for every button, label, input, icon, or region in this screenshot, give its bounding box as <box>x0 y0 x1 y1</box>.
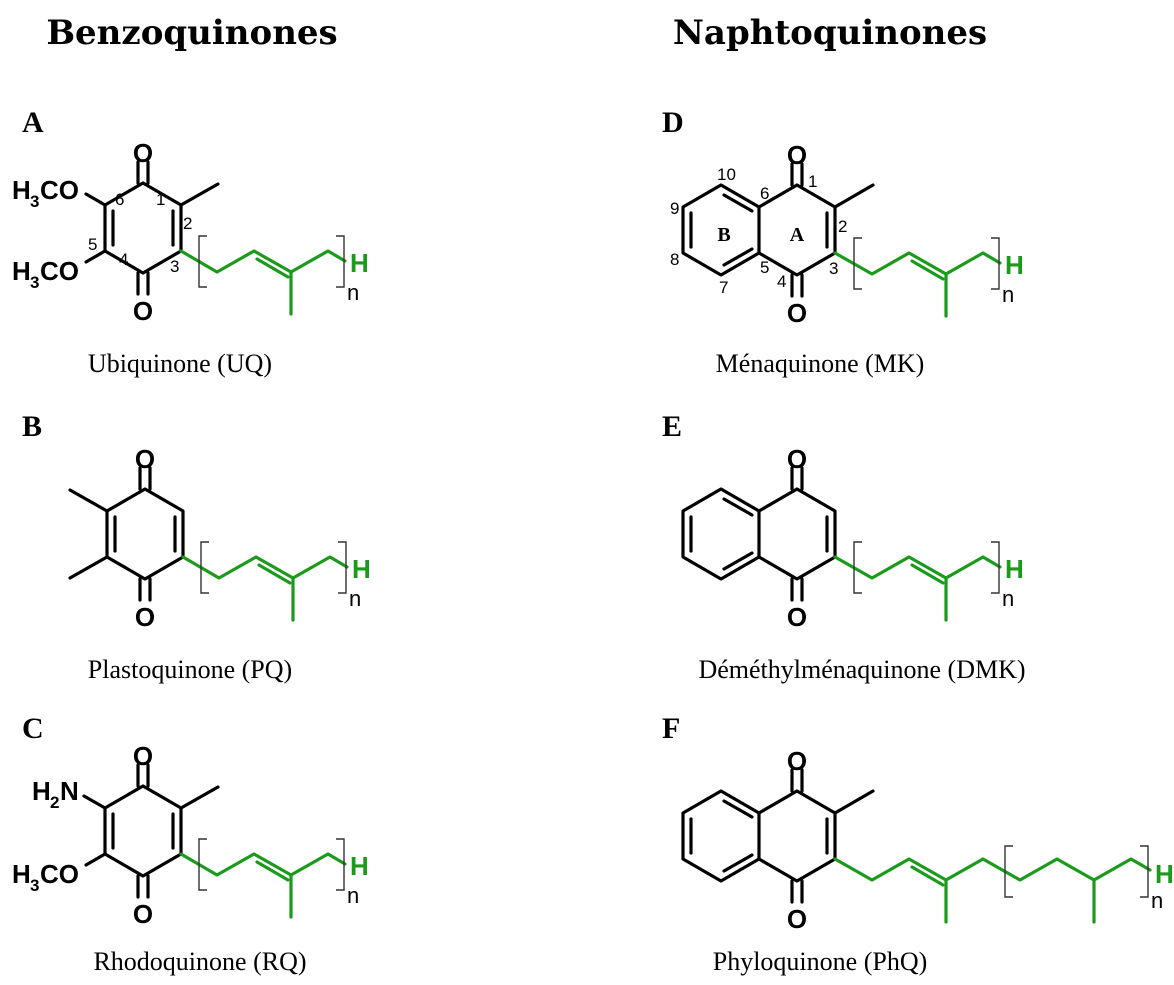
panel-letter-e: E <box>662 410 682 443</box>
oxygen-atom: O <box>787 602 807 632</box>
plastoquinone-ring <box>68 466 185 602</box>
caption-plastoquinone: Plastoquinone (PQ) <box>88 655 292 684</box>
oxygen-atom: O <box>135 444 155 474</box>
substituent-methoxy: H 3 CO <box>12 859 79 895</box>
ring-label-b: B <box>717 224 730 246</box>
menaquinone-isoprenoid-chain <box>833 251 1002 318</box>
ring-label-a: A <box>790 224 805 246</box>
repeat-index-n: n <box>349 586 361 611</box>
methoxy-subscript: 3 <box>30 273 39 292</box>
position-number: 2 <box>838 217 847 236</box>
panel-c: C O O H n H 2 N <box>12 712 369 976</box>
menaquinone-rings <box>681 162 875 298</box>
panel-e: E O O H n Déméthylménaquinone (DMK) <box>662 410 1026 684</box>
amino-h: H <box>32 776 51 806</box>
terminal-hydrogen: H <box>352 554 371 584</box>
ubiquinone-isoprenoid-chain <box>179 249 347 316</box>
position-number: 3 <box>170 257 179 276</box>
amino-subscript: 2 <box>50 793 59 812</box>
terminal-hydrogen: H <box>1005 250 1024 280</box>
phyloquinone-phytyl-chain <box>833 857 1152 924</box>
methoxy-co: CO <box>40 256 79 286</box>
panel-letter-d: D <box>662 106 684 139</box>
caption-menaquinone: Ménaquinone (MK) <box>716 349 925 378</box>
oxygen-atom: O <box>787 746 807 776</box>
oxygen-atom: O <box>787 298 807 328</box>
demethylmenaquinone-isoprenoid-chain <box>833 555 1002 622</box>
panel-letter-b: B <box>22 410 42 443</box>
position-number: 6 <box>115 190 124 209</box>
methoxy-h: H <box>12 256 31 286</box>
position-number: 4 <box>119 250 128 269</box>
caption-rhodoquinone: Rhodoquinone (RQ) <box>93 947 306 976</box>
position-number: 3 <box>829 259 838 278</box>
oxygen-atom: O <box>133 138 153 168</box>
repeat-brackets <box>853 237 1000 290</box>
phyloquinone-rings <box>681 768 875 904</box>
position-number: 8 <box>670 250 679 269</box>
caption-demethylmenaquinone: Déméthylménaquinone (DMK) <box>698 655 1025 684</box>
panel-d: D O O H n A B 1 2 3 <box>662 106 1024 378</box>
position-number: 1 <box>156 190 165 209</box>
repeat-index-n: n <box>347 280 359 305</box>
terminal-hydrogen: H <box>350 851 369 881</box>
rhodoquinone-isoprenoid-chain <box>179 852 347 919</box>
repeat-index-n: n <box>1002 586 1014 611</box>
methoxy-h: H <box>12 859 31 889</box>
panel-b: B O O H n Plastoquinone (PQ) <box>22 410 371 684</box>
repeat-brackets <box>853 541 1000 594</box>
caption-ubiquinone: Ubiquinone (UQ) <box>88 349 272 378</box>
ubiquinone-ring <box>84 160 220 296</box>
repeat-brackets <box>200 541 347 594</box>
position-number: 7 <box>719 278 728 297</box>
position-number: 4 <box>777 272 786 291</box>
position-number: 5 <box>760 258 769 277</box>
panel-f: F O O H n Phyloquinone (PhQ) <box>662 712 1174 976</box>
oxygen-atom: O <box>787 444 807 474</box>
substituent-amino: H 2 N <box>32 776 79 812</box>
header-benzoquinones: Benzoquinones <box>46 13 337 53</box>
oxygen-atom: O <box>135 602 155 632</box>
terminal-hydrogen: H <box>1005 554 1024 584</box>
repeat-brackets <box>198 235 345 288</box>
oxygen-atom: O <box>133 899 153 929</box>
repeat-index-n: n <box>347 883 359 908</box>
methoxy-subscript: 3 <box>30 192 39 211</box>
oxygen-atom: O <box>133 296 153 326</box>
methoxy-co: CO <box>40 175 79 205</box>
panel-letter-f: F <box>662 712 680 745</box>
terminal-hydrogen: H <box>1155 859 1174 889</box>
rhodoquinone-ring <box>82 763 220 899</box>
panel-letter-a: A <box>22 106 44 139</box>
position-number: 6 <box>760 184 769 203</box>
position-number: 9 <box>670 199 679 218</box>
oxygen-atom: O <box>133 741 153 771</box>
position-number: 2 <box>183 214 192 233</box>
repeat-index-n: n <box>1002 282 1014 307</box>
methoxy-subscript: 3 <box>30 876 39 895</box>
repeat-brackets <box>1004 845 1149 898</box>
oxygen-atom: O <box>787 140 807 170</box>
caption-phyloquinone: Phyloquinone (PhQ) <box>713 947 928 976</box>
position-number: 5 <box>88 235 97 254</box>
substituent-methoxy-6: H 3 CO <box>12 175 79 211</box>
oxygen-atom: O <box>787 904 807 934</box>
panel-letter-c: C <box>22 712 44 745</box>
amino-n: N <box>60 776 79 806</box>
repeat-index-n: n <box>1151 888 1163 913</box>
panel-a: A O O H n H 3 CO <box>12 106 369 378</box>
demethylmenaquinone-rings <box>681 466 837 602</box>
methoxy-h: H <box>12 175 31 205</box>
header-naphtoquinones: Naphtoquinones <box>673 13 987 53</box>
repeat-brackets <box>198 838 345 891</box>
terminal-hydrogen: H <box>350 248 369 278</box>
position-number: 10 <box>717 165 736 184</box>
plastoquinone-isoprenoid-chain <box>181 555 349 622</box>
substituent-methoxy-5: H 3 CO <box>12 256 79 292</box>
methoxy-co: CO <box>40 859 79 889</box>
position-number: 1 <box>808 172 817 191</box>
